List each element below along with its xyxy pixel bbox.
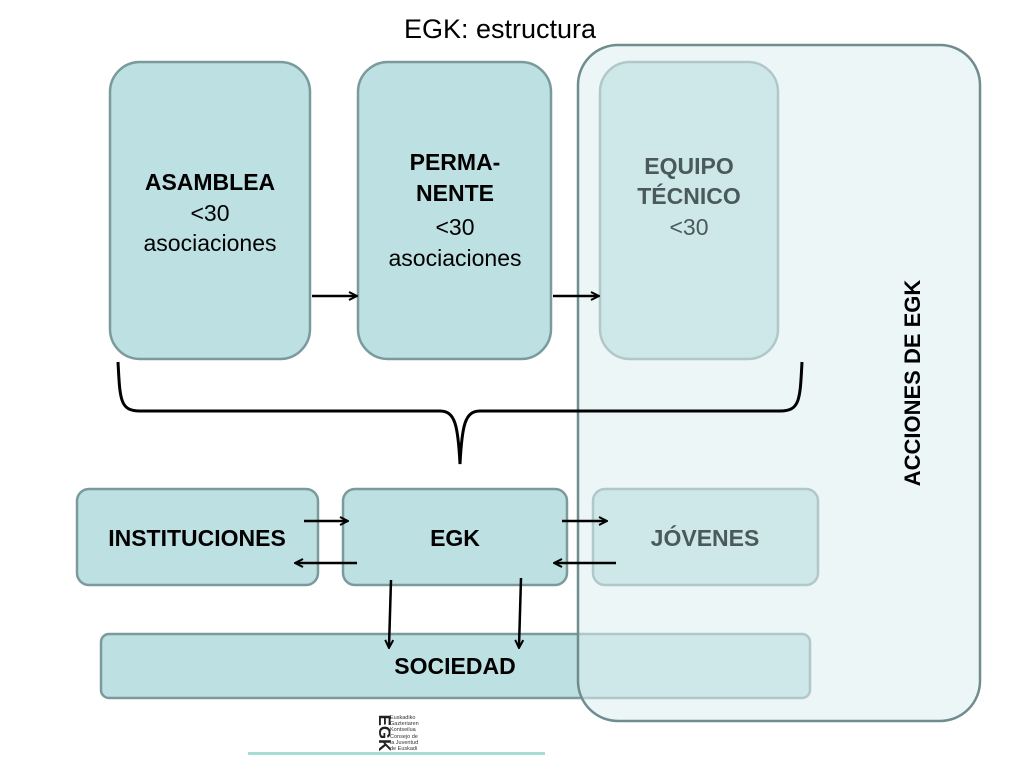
logo-line-2: Gazteriaren bbox=[390, 721, 419, 727]
logo-line-4: Consejo de bbox=[390, 734, 418, 740]
acciones-overlay bbox=[576, 43, 982, 723]
permanente-box bbox=[356, 60, 553, 361]
asamblea-count: <30 bbox=[190, 200, 229, 226]
egk-logo: EGK Euskadiko Gazteriaren Kontseilua Con… bbox=[375, 715, 419, 753]
instituciones-box bbox=[75, 487, 320, 587]
logo-line-1: Euskadiko bbox=[390, 715, 415, 721]
sociedad-label: SOCIEDAD bbox=[394, 653, 515, 679]
grouping-brace bbox=[116, 361, 804, 465]
egk-logo-mark: EGK bbox=[375, 715, 394, 753]
arrow-egk-to-sociedad-right bbox=[519, 577, 521, 647]
arrow-egk-to-sociedad-left bbox=[389, 579, 391, 647]
asamblea-unit: asociaciones bbox=[144, 230, 277, 256]
permanente-title-line2: NENTE bbox=[416, 180, 494, 206]
equipo-tecnico-title-line1: EQUIPO bbox=[644, 153, 733, 179]
logo-line-3: Kontseilua bbox=[390, 727, 417, 733]
asamblea-title: ASAMBLEA bbox=[145, 169, 275, 195]
asamblea-box bbox=[108, 60, 312, 361]
permanente-unit: asociaciones bbox=[389, 245, 522, 271]
egk-box bbox=[341, 487, 569, 587]
logo-line-5: la Juventud bbox=[390, 740, 418, 746]
jovenes-label: JÓVENES bbox=[651, 524, 760, 551]
logo-line-6: de Euskadi bbox=[390, 746, 417, 752]
egk-label: EGK bbox=[430, 525, 480, 551]
page-title: EGK: estructura bbox=[404, 14, 597, 44]
footer-accent-line bbox=[248, 752, 545, 755]
equipo-tecnico-title-line2: TÉCNICO bbox=[637, 182, 741, 209]
equipo-tecnico-count: <30 bbox=[669, 214, 708, 240]
instituciones-label: INSTITUCIONES bbox=[108, 525, 286, 551]
permanente-count: <30 bbox=[435, 214, 474, 240]
permanente-title-line1: PERMA- bbox=[410, 149, 501, 175]
acciones-de-egk-label: ACCIONES DE EGK bbox=[900, 280, 925, 487]
